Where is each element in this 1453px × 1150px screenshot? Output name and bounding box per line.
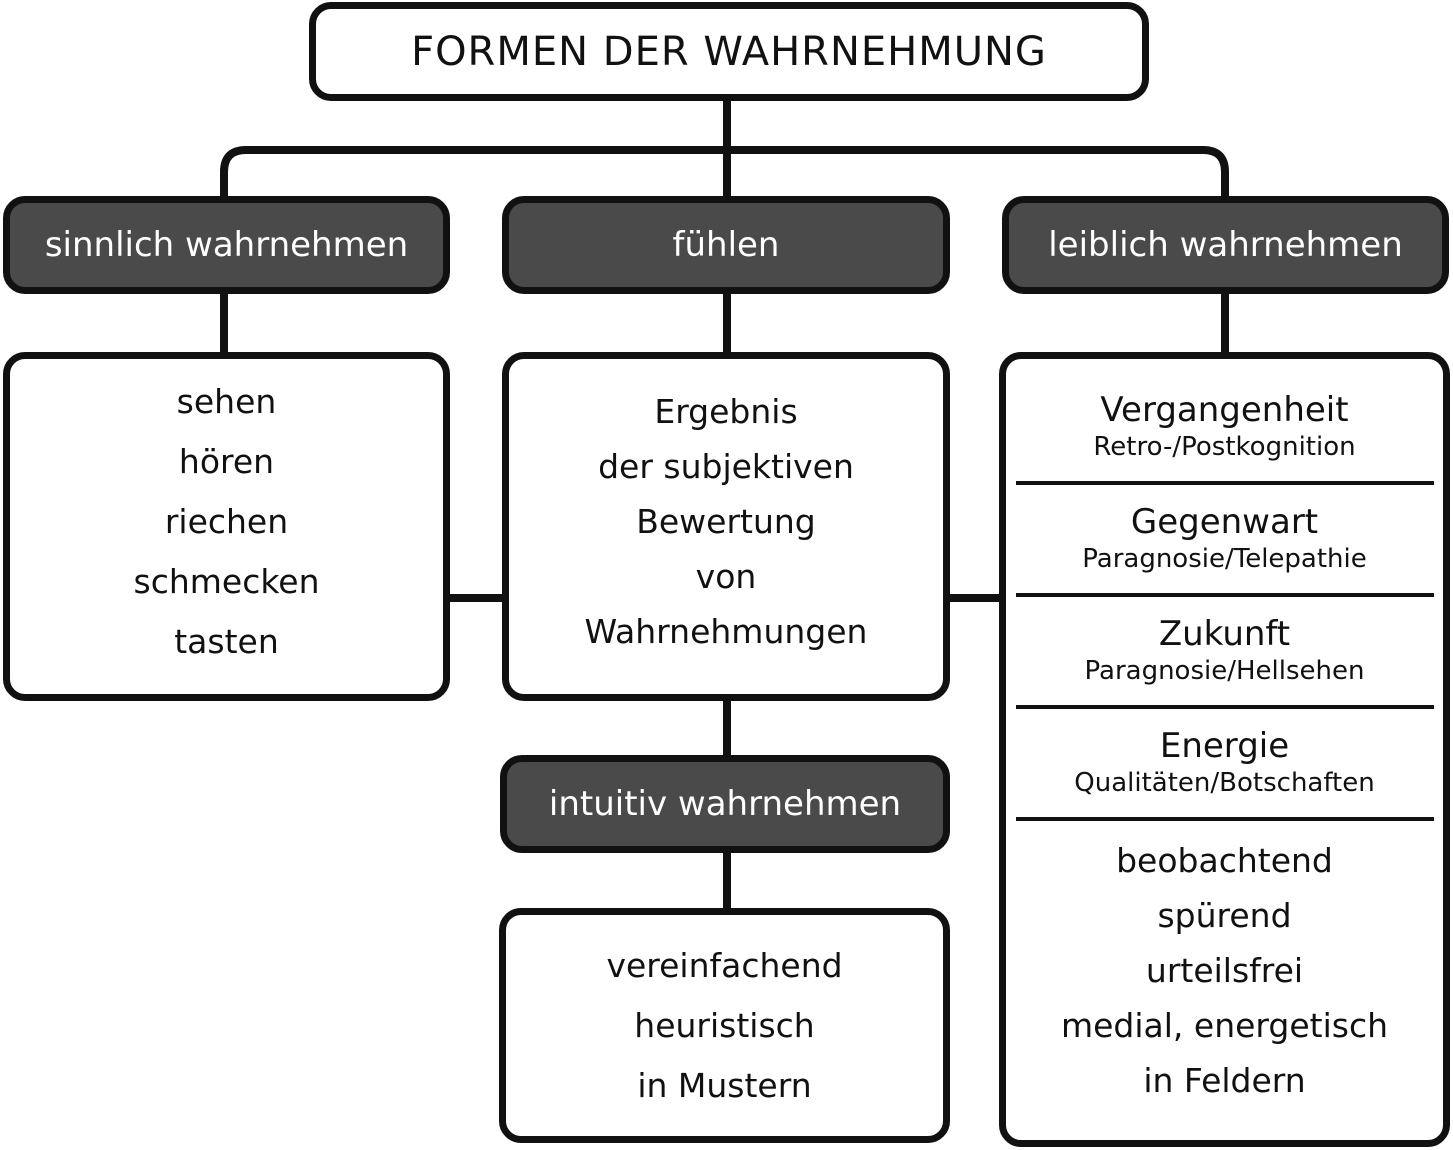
- list-item: vereinfachend: [606, 945, 843, 985]
- header-leiblich-label: leiblich wahrnehmen: [1048, 225, 1403, 265]
- section-title: Vergangenheit: [1100, 390, 1349, 430]
- header-fuehlen: fühlen: [502, 196, 950, 294]
- header-intuitiv: intuitiv wahrnehmen: [500, 755, 950, 853]
- diagram-title: FORMEN DER WAHRNEHMUNG: [309, 2, 1149, 101]
- divider: [1015, 593, 1434, 597]
- list-item: der subjektiven: [598, 447, 854, 486]
- list-item: Ergebnis: [654, 392, 798, 431]
- list-item: heuristisch: [634, 1005, 815, 1045]
- list-item: medial, energetisch: [1060, 1006, 1389, 1045]
- list-item: sehen: [176, 381, 277, 421]
- qualities-list: beobachtend spürend urteilsfrei medial, …: [1061, 821, 1388, 1140]
- time-section-future: Zukunft Paragnosie/Hellsehen: [1006, 597, 1443, 705]
- fuehlen-box: Ergebnis der subjektiven Bewertung von W…: [502, 352, 950, 701]
- section-subtitle: Retro-/Postkognition: [1093, 432, 1356, 462]
- list-item: von: [695, 557, 757, 596]
- section-title: Gegenwart: [1130, 502, 1319, 542]
- header-fuehlen-label: fühlen: [672, 225, 780, 265]
- section-subtitle: Paragnosie/Hellsehen: [1084, 656, 1365, 686]
- top-bracket: [220, 146, 1229, 197]
- divider: [1015, 817, 1434, 821]
- list-item: in Feldern: [1143, 1061, 1306, 1100]
- divider: [1015, 705, 1434, 709]
- list-item: Bewertung: [636, 502, 816, 541]
- header-leiblich: leiblich wahrnehmen: [1002, 196, 1449, 294]
- sinnlich-box: sehen hören riechen schmecken tasten: [3, 352, 450, 701]
- section-title: Energie: [1159, 726, 1290, 766]
- section-subtitle: Qualitäten/Botschaften: [1074, 768, 1375, 798]
- time-section-energy: Energie Qualitäten/Botschaften: [1006, 709, 1443, 817]
- list-item: urteilsfrei: [1145, 951, 1304, 990]
- list-item: riechen: [164, 501, 289, 541]
- header-sinnlich: sinnlich wahrnehmen: [3, 196, 450, 294]
- intuitiv-box: vereinfachend heuristisch in Mustern: [499, 908, 950, 1143]
- section-title: Zukunft: [1158, 614, 1291, 654]
- time-section-past: Vergangenheit Retro-/Postkognition: [1006, 373, 1443, 481]
- header-sinnlich-label: sinnlich wahrnehmen: [44, 225, 409, 265]
- list-item: Wahrnehmungen: [584, 612, 868, 651]
- title-text: FORMEN DER WAHRNEHMUNG: [411, 28, 1047, 75]
- list-item: tasten: [174, 621, 279, 661]
- list-item: beobachtend: [1116, 841, 1333, 880]
- time-section-present: Gegenwart Paragnosie/Telepathie: [1006, 485, 1443, 593]
- list-item: in Mustern: [637, 1065, 812, 1105]
- list-item: schmecken: [133, 561, 320, 601]
- list-item: hören: [178, 441, 275, 481]
- header-intuitiv-label: intuitiv wahrnehmen: [548, 784, 902, 824]
- list-item: spürend: [1157, 896, 1292, 935]
- leiblich-box: Vergangenheit Retro-/Postkognition Gegen…: [999, 352, 1450, 1147]
- divider: [1015, 481, 1434, 485]
- section-subtitle: Paragnosie/Telepathie: [1082, 544, 1367, 574]
